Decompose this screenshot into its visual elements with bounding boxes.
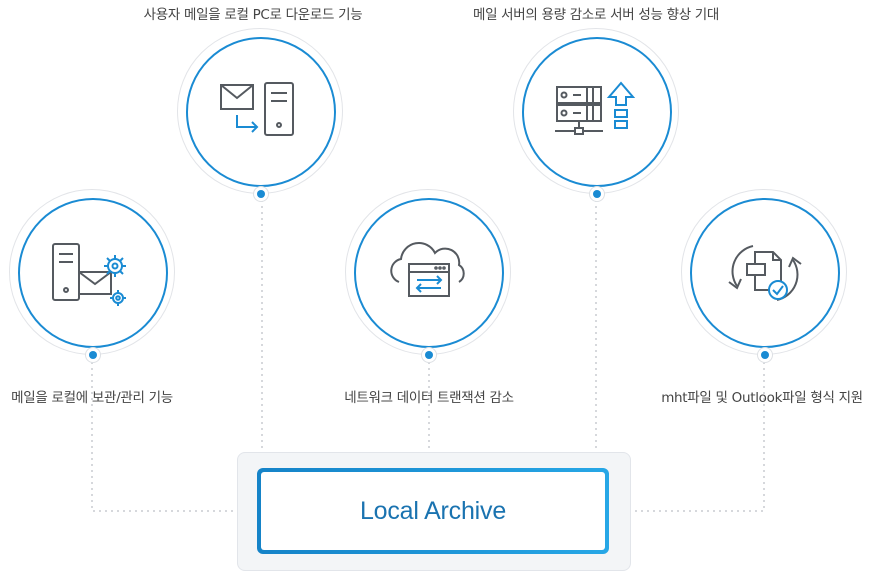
node-anchor-dot: [757, 347, 773, 363]
file-convert-icon: [728, 245, 802, 301]
local-archive-box: Local Archive: [257, 468, 609, 554]
node-anchor-dot: [421, 347, 437, 363]
node-anchor-dot: [253, 186, 269, 202]
cloud-transfer-icon: [390, 242, 465, 297]
node-download-to-pc: [177, 28, 343, 202]
node-file-format-support: [681, 189, 847, 363]
node-ring: [186, 37, 336, 187]
connector-node-1: [91, 362, 237, 512]
node-label-right: mht파일 및 Outlook파일 형식 지원: [661, 390, 863, 406]
connector-node-5: [631, 362, 765, 512]
node-label-top-left: 사용자 메일을 로컬 PC로 다운로드 기능: [143, 7, 363, 23]
node-anchor-dot: [589, 186, 605, 202]
node-label-top-right: 메일 서버의 용량 감소로 서버 성능 향상 기대: [472, 7, 720, 23]
local-archive-title: Local Archive: [261, 472, 605, 550]
node-ring: [522, 37, 672, 187]
node-label-left: 메일을 로컬에 보관/관리 기능: [11, 390, 173, 406]
node-local-storage: [9, 189, 175, 363]
server-mail-gear-icon: [52, 243, 126, 306]
node-anchor-dot: [85, 347, 101, 363]
server-upgrade-icon: [555, 81, 636, 135]
node-label-center: 네트워크 데이터 트랜잭션 감소: [344, 390, 514, 406]
mail-to-pc-download-icon: [220, 82, 294, 136]
node-server-performance: [513, 28, 679, 202]
node-network-reduction: [345, 189, 511, 363]
